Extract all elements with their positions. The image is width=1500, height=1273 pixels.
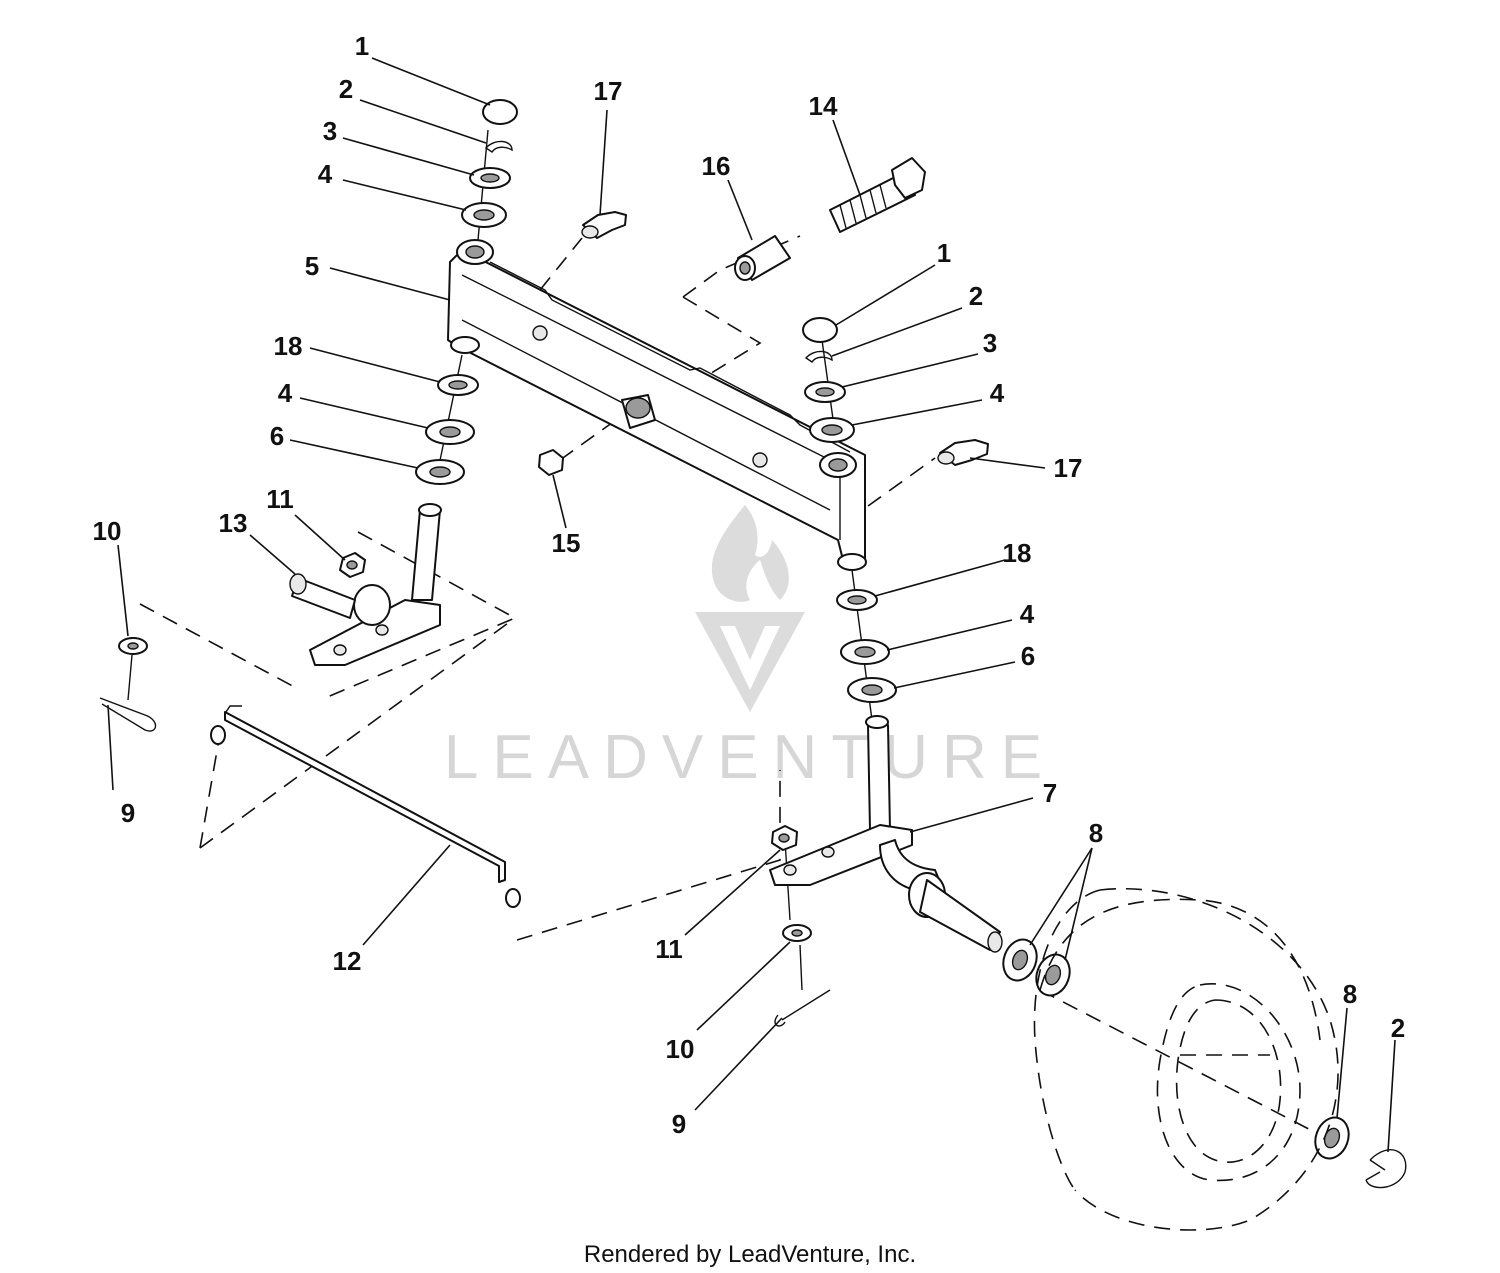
left-spindle (289, 503, 442, 666)
left-spindle-stack (415, 99, 518, 485)
drag-link (210, 705, 521, 908)
callout-8a: 8 (1089, 818, 1103, 848)
callout-16: 16 (702, 151, 731, 181)
right-washer-cotter (774, 924, 831, 1027)
callout-4c: 4 (990, 378, 1005, 408)
callout-10b: 10 (666, 1034, 695, 1064)
callout-4d: 4 (1020, 599, 1035, 629)
v-logo-icon (695, 612, 805, 712)
callout-11b: 11 (655, 934, 683, 964)
footer-credit: Rendered by LeadVenture, Inc. (584, 1241, 916, 1268)
callout-18a: 18 (274, 331, 303, 361)
callout-10a: 10 (93, 516, 122, 546)
spacer-bolt (734, 157, 926, 281)
callout-4a: 4 (318, 159, 333, 189)
grease-fittings (581, 211, 989, 466)
callout-6b: 6 (1021, 641, 1035, 671)
callout-17b: 17 (1054, 453, 1083, 483)
wheel-phantom (1033, 888, 1339, 1231)
callout-5: 5 (305, 251, 319, 281)
callout-14: 14 (809, 91, 838, 121)
callout-8b: 8 (1343, 979, 1357, 1009)
watermark-text: LEADVENTURE (444, 723, 1056, 792)
left-washer-cotter (99, 637, 157, 732)
callout-4b: 4 (278, 378, 293, 408)
axle-washers (1002, 938, 1407, 1189)
callout-18b: 18 (1003, 538, 1032, 568)
leader-lines (107, 57, 1396, 1153)
flame-logo-icon (711, 505, 789, 602)
callout-9a: 9 (121, 798, 135, 828)
right-spindle-stack (836, 589, 897, 703)
callout-15: 15 (552, 528, 581, 558)
callout-1b: 1 (937, 238, 951, 268)
callout-11a: 11 (266, 484, 294, 514)
callout-13: 13 (219, 508, 248, 538)
right-spindle (769, 715, 1003, 953)
callout-6a: 6 (270, 421, 284, 451)
callout-2a: 2 (339, 74, 353, 104)
callout-3b: 3 (983, 328, 997, 358)
nut-15 (538, 449, 564, 476)
callout-1a: 1 (355, 31, 369, 61)
assembly-lines (127, 129, 1331, 1141)
front-axle-beam (447, 239, 867, 571)
callout-3a: 3 (323, 116, 337, 146)
callout-2b: 2 (969, 281, 983, 311)
callout-17a: 17 (594, 76, 623, 106)
callout-2c: 2 (1391, 1013, 1405, 1043)
callout-12: 12 (333, 946, 362, 976)
cap-1a (482, 99, 518, 125)
leadventure-watermark: LEADVENTURE (444, 505, 1056, 792)
callout-labels: 1 2 3 4 5 18 4 6 10 13 11 9 17 16 14 1 2… (93, 31, 1406, 1139)
callout-9b: 9 (672, 1109, 686, 1139)
callout-7: 7 (1043, 778, 1057, 808)
right-stack-top (802, 317, 855, 443)
